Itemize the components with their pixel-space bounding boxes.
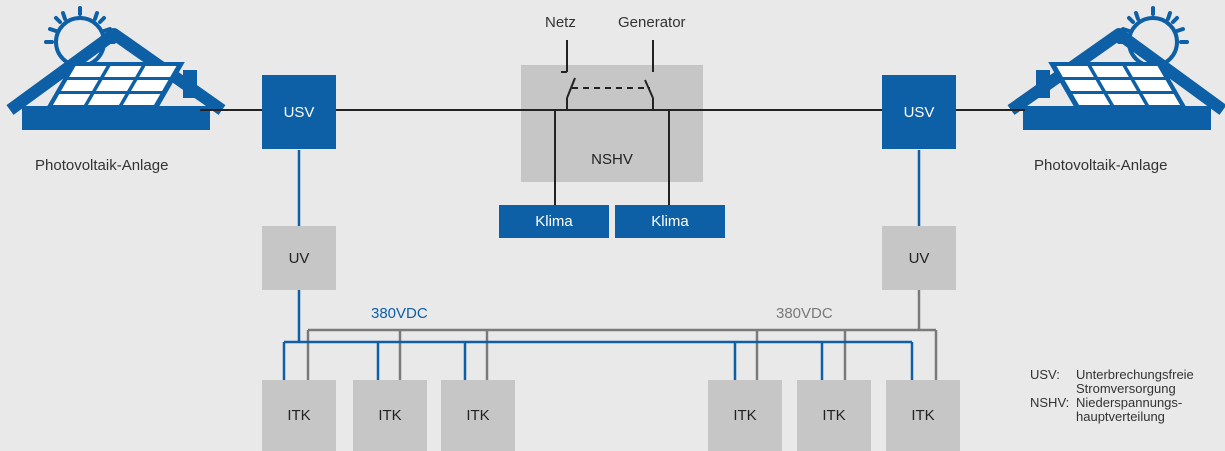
itk-box: ITK [797, 380, 871, 451]
itk-box: ITK [353, 380, 427, 451]
klima-box-1: Klima [499, 205, 609, 238]
solar-house-right-icon [1007, 6, 1225, 130]
pv-left-label: Photovoltaik-Anlage [35, 157, 169, 174]
solar-house-left-icon [6, 6, 226, 130]
usv-box-right: USV [882, 75, 956, 149]
legend-nshv-key: NSHV: [1030, 395, 1070, 410]
transfer-switch-icon [561, 40, 654, 110]
netz-label: Netz [545, 14, 576, 31]
nshv-box-bg [521, 65, 703, 182]
itk-box: ITK [708, 380, 782, 451]
klima-box-2: Klima [615, 205, 725, 238]
legend-nshv-line1: Niederspannungs- [1076, 395, 1183, 410]
itk-box: ITK [886, 380, 960, 451]
legend-nshv-line2: hauptverteilung [1076, 409, 1165, 424]
generator-label: Generator [618, 14, 686, 31]
dc-bus-grey [306, 328, 938, 380]
legend-usv-key: USV: [1030, 367, 1060, 382]
legend: USV:Unterbrechungsfreie Stromversorgung … [1030, 368, 1194, 424]
vdc-left-label: 380VDC [371, 305, 428, 322]
nshv-label: NSHV [591, 150, 633, 168]
vdc-right-label: 380VDC [776, 305, 833, 322]
itk-box: ITK [441, 380, 515, 451]
uv-box-right: UV [882, 226, 956, 290]
pv-right-label: Photovoltaik-Anlage [1034, 157, 1168, 174]
usv-box-left: USV [262, 75, 336, 149]
itk-box: ITK [262, 380, 336, 451]
uv-box-left: UV [262, 226, 336, 290]
dc-bus-blue [282, 340, 914, 380]
legend-usv-line1: Unterbrechungsfreie [1076, 367, 1194, 382]
legend-usv-line2: Stromversorgung [1076, 381, 1176, 396]
